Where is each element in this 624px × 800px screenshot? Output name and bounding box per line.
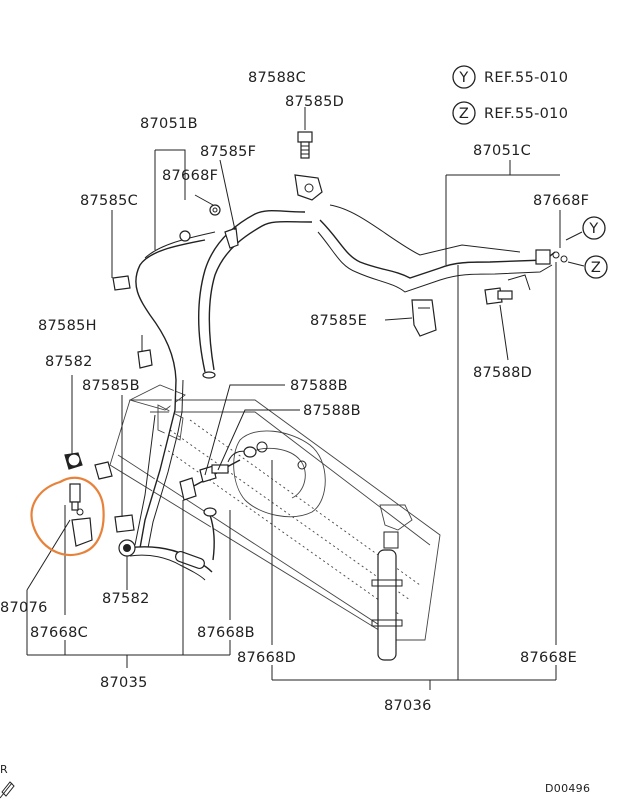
diagram-id: D00496: [545, 782, 590, 795]
label-87585b: 87585B: [82, 378, 140, 394]
pipe-87051b: [135, 210, 313, 549]
part-87585d-clamp: [294, 174, 323, 201]
corner-marks: R D00496: [0, 763, 590, 799]
ref-y-text: REF.55-010: [484, 70, 568, 86]
part-87585h-clip: [137, 349, 153, 369]
label-87668d: 87668D: [237, 650, 296, 666]
part-87585e-clamp: [411, 299, 437, 337]
label-87076: 87076: [0, 600, 48, 616]
label-87036: 87036: [384, 698, 432, 714]
part-87585f-clamp: [224, 227, 239, 249]
part-87588c-bolt: [297, 131, 313, 159]
label-87582-bottom: 87582: [102, 591, 150, 607]
label-87588d: 87588D: [473, 365, 532, 381]
corner-r-mark: R: [0, 763, 8, 776]
connector-y-letter: Y: [588, 221, 598, 237]
label-87588b-1: 87588B: [290, 378, 348, 394]
label-87588b-2: 87588B: [303, 403, 361, 419]
reference-legend: Y REF.55-010 Z REF.55-010: [452, 65, 568, 125]
ref-z-letter: Z: [459, 106, 469, 122]
part-87588d-bolt: [484, 274, 531, 305]
label-87051c: 87051C: [473, 143, 531, 159]
condenser: [109, 384, 441, 661]
ref-z-circle: [452, 101, 476, 125]
label-87668b: 87668B: [197, 625, 255, 641]
part-87582-top-nut: [64, 452, 83, 470]
label-87668f-left: 87668F: [162, 168, 218, 184]
label-87588c: 87588C: [248, 70, 306, 86]
label-87585h: 87585H: [38, 318, 97, 334]
label-87585e: 87585E: [310, 313, 367, 329]
label-87668c: 87668C: [30, 625, 88, 641]
ref-z-text: REF.55-010: [484, 106, 568, 122]
label-87035: 87035: [100, 675, 148, 691]
pipe-87051c: [317, 204, 568, 293]
part-87668f-left-oring: [179, 204, 221, 242]
label-87585f: 87585F: [200, 144, 256, 160]
part-87585b-bracket: [94, 461, 135, 533]
part-labels: 87588C 87585D 87051B 87585F 87668F 87585…: [0, 70, 589, 714]
highlight-circle: [30, 476, 105, 557]
ref-y-letter: Y: [458, 70, 468, 86]
ref-y-circle: [452, 65, 476, 89]
label-87585c: 87585C: [80, 193, 138, 209]
part-87582-bottom-nut: [118, 539, 136, 557]
part-87588b-bolts: [179, 464, 229, 501]
leader-lines: [26, 107, 561, 690]
label-87582-top: 87582: [45, 354, 93, 370]
part-87076-pressure-switch: [69, 483, 93, 547]
label-87668e: 87668E: [520, 650, 577, 666]
connector-z-letter: Z: [591, 260, 601, 276]
part-87585c-clip: [112, 275, 131, 291]
label-87051b: 87051B: [140, 116, 198, 132]
label-87668f-right: 87668F: [533, 193, 589, 209]
label-87585d: 87585D: [285, 94, 344, 110]
connector-marks: Y Z: [565, 216, 608, 279]
